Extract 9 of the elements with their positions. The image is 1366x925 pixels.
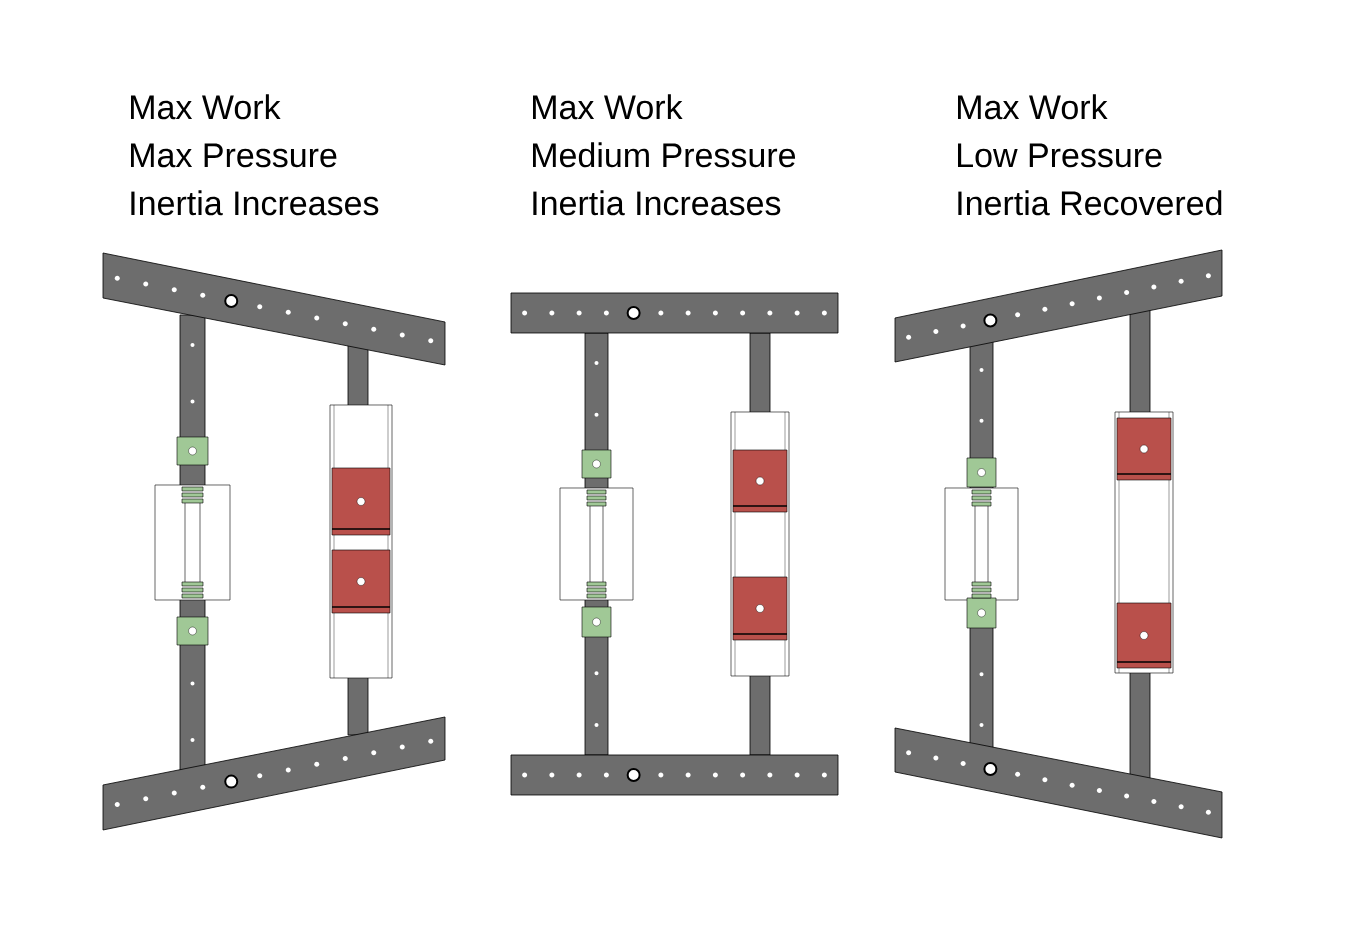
condition-label: Max Work [131, 94, 281, 120]
condition-label: Low Pressure [958, 143, 1162, 168]
condition-label: Inertia Increases [131, 190, 379, 216]
condition-label: Max Work [533, 94, 683, 120]
condition-label: Max Work [958, 94, 1108, 120]
condition-label: Inertia Increases [533, 190, 781, 216]
condition-label: Inertia Recovered [958, 190, 1222, 216]
condition-label: Medium Pressure [533, 142, 796, 168]
condition-label: Max Pressure [131, 143, 337, 168]
